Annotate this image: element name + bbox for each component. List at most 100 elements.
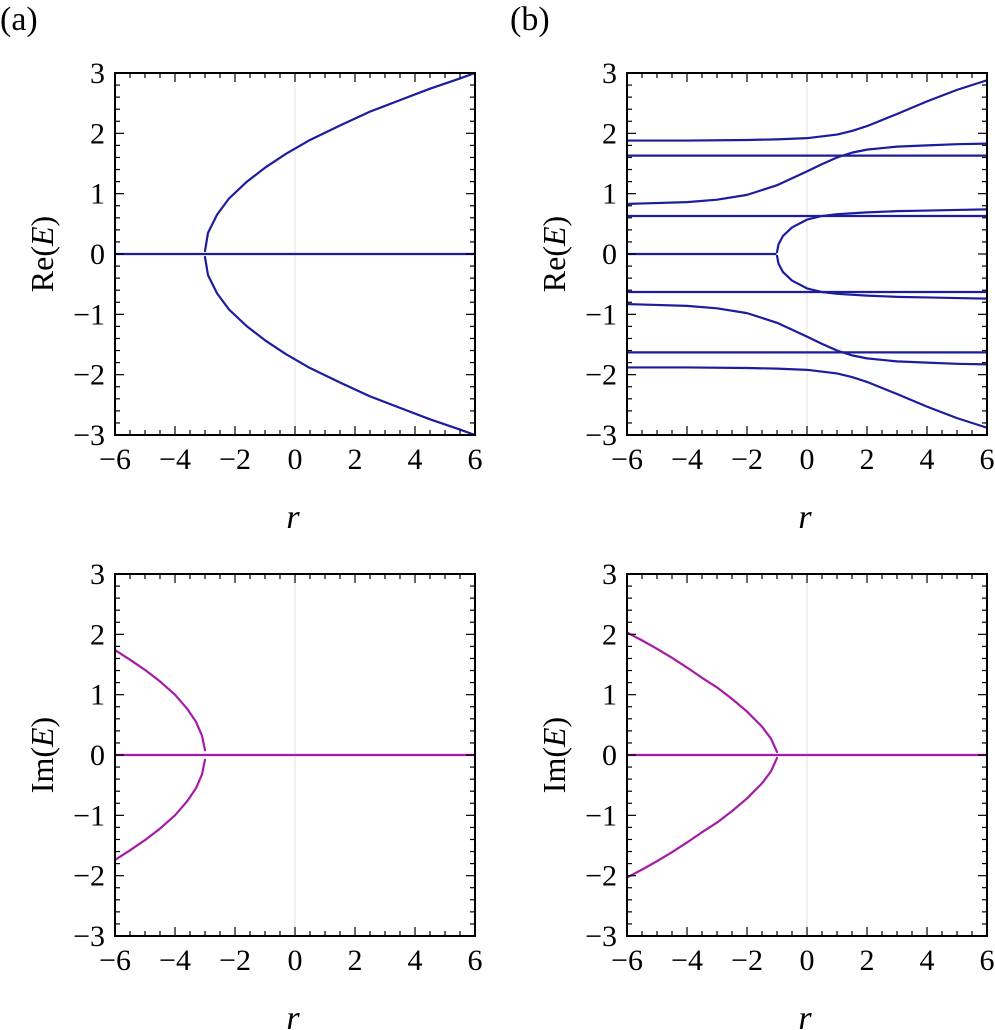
panel-a-im: −6 −4 −2 0 2 4 6 −3 −2 −1 0 1 2 3 r Im(E) (24, 558, 483, 1030)
x-tick-label: 4 (408, 443, 423, 476)
y-tick-label: −1 (585, 799, 617, 832)
y-tick-label: 1 (602, 679, 617, 712)
series-group (115, 648, 475, 862)
y-tick-label: −2 (585, 860, 617, 893)
series-line-8 (627, 302, 987, 366)
y-axis-label-suffix: ) (24, 717, 60, 728)
y-tick-label: −3 (73, 920, 105, 953)
y-tick-label: 3 (90, 558, 105, 591)
y-axis-label: Re(E) (536, 216, 572, 292)
y-axis-label-suffix: ) (536, 216, 572, 227)
x-tick-label: −4 (159, 443, 191, 476)
y-tick-label: 1 (602, 178, 617, 211)
x-tick-label: 0 (288, 944, 303, 977)
series-line-2 (627, 142, 987, 206)
y-tick-label: 3 (602, 57, 617, 90)
y-tick-label: 0 (602, 238, 617, 271)
y-tick-label: 3 (90, 57, 105, 90)
x-tick-label: 6 (980, 443, 995, 476)
x-tick-label: −4 (671, 443, 703, 476)
y-tick-label: 0 (90, 238, 105, 271)
series-group (627, 79, 987, 429)
panel-label: (a) (0, 1, 38, 38)
y-tick-label: 0 (602, 739, 617, 772)
y-axis-label-prefix: Re( (24, 246, 60, 292)
y-axis-label-var: E (24, 727, 60, 748)
panel-b-im: −6 −4 −2 0 2 4 6 −3 −2 −1 0 1 2 3 r Im(E) (536, 558, 995, 1030)
y-tick-label: 1 (90, 679, 105, 712)
y-axis-label-prefix: Im( (536, 747, 572, 793)
y-tick-label: 2 (90, 618, 105, 651)
y-axis-label-prefix: Re( (536, 246, 572, 292)
y-tick-label: −3 (585, 419, 617, 452)
x-tick-label: −6 (611, 944, 643, 977)
y-tick-label: −2 (73, 860, 105, 893)
x-tick-label: 6 (468, 944, 483, 977)
y-axis-label-var: E (24, 226, 60, 247)
y-tick-label: −1 (73, 799, 105, 832)
y-axis-label: Re(E) (24, 216, 60, 292)
y-axis-label: Im(E) (536, 717, 572, 793)
x-tick-label: 0 (800, 944, 815, 977)
x-tick-label: −2 (731, 944, 763, 977)
panel-label: (b) (510, 1, 550, 38)
y-tick-label: 0 (90, 739, 105, 772)
x-axis-label: r (286, 1000, 300, 1030)
y-tick-label: 2 (602, 618, 617, 651)
y-tick-label: −3 (585, 920, 617, 953)
x-tick-label: 4 (920, 443, 935, 476)
plot-area: −6 −4 −2 0 2 4 6 −3 −2 −1 0 1 2 3 (585, 558, 994, 977)
x-tick-label: 2 (860, 944, 875, 977)
x-tick-label: 0 (288, 443, 303, 476)
y-axis-label: Im(E) (24, 717, 60, 793)
y-tick-label: −3 (73, 419, 105, 452)
y-tick-label: −1 (585, 298, 617, 331)
x-tick-label: −4 (671, 944, 703, 977)
x-tick-label: −6 (99, 443, 131, 476)
y-axis-label-suffix: ) (536, 717, 572, 728)
y-tick-label: 2 (90, 117, 105, 150)
y-axis-label-prefix: Im( (24, 747, 60, 793)
series-line-2 (203, 255, 475, 435)
x-tick-label: −2 (219, 443, 251, 476)
panel-b-re: (b) −6 −4 −2 0 2 4 6 −3 −2 −1 0 1 2 3 r Re(E) (510, 1, 995, 536)
x-tick-label: 0 (800, 443, 815, 476)
x-axis-label: r (798, 499, 812, 536)
x-tick-label: 4 (920, 944, 935, 977)
series-line-0 (627, 79, 987, 142)
series-group (115, 73, 475, 435)
x-tick-label: −2 (219, 944, 251, 977)
series-line-1 (203, 73, 475, 253)
series-line-1 (115, 648, 207, 752)
y-axis-label-suffix: ) (24, 216, 60, 227)
x-tick-label: −6 (99, 944, 131, 977)
y-tick-label: −2 (585, 359, 617, 392)
x-tick-label: 2 (348, 944, 363, 977)
y-axis-label-var: E (536, 226, 572, 247)
x-tick-label: 2 (348, 443, 363, 476)
x-tick-label: −2 (731, 443, 763, 476)
x-tick-label: 4 (408, 944, 423, 977)
y-tick-label: 3 (602, 558, 617, 591)
plot-area: −6 −4 −2 0 2 4 6 −3 −2 −1 0 1 2 3 (73, 558, 482, 977)
series-line-1 (627, 631, 779, 754)
x-tick-label: −4 (159, 944, 191, 977)
x-tick-label: 6 (980, 944, 995, 977)
x-tick-label: 6 (468, 443, 483, 476)
x-tick-label: −6 (611, 443, 643, 476)
series-line-5 (775, 208, 987, 254)
y-axis-label-var: E (536, 727, 572, 748)
series-line-2 (627, 756, 779, 879)
series-group (627, 631, 987, 879)
y-tick-label: 2 (602, 117, 617, 150)
x-axis-label: r (798, 1000, 812, 1030)
plot-area: −6 −4 −2 0 2 4 6 −3 −2 −1 0 1 2 3 (585, 57, 994, 476)
y-tick-label: −1 (73, 298, 105, 331)
x-axis-label: r (286, 499, 300, 536)
y-tick-label: −2 (73, 359, 105, 392)
x-tick-label: 2 (860, 443, 875, 476)
series-line-10 (627, 366, 987, 429)
